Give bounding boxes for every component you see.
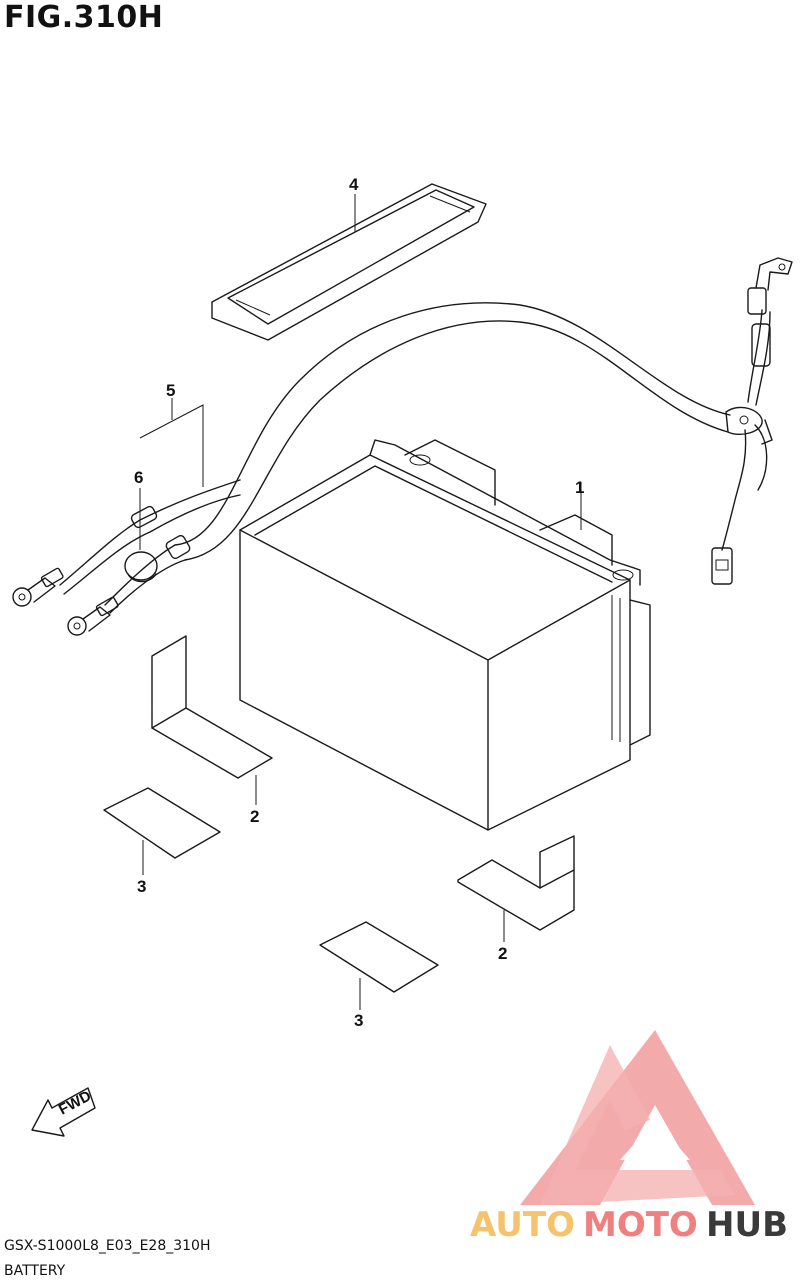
cushion-left <box>151 635 273 805</box>
watermark-word-auto: AUTO <box>470 1205 575 1245</box>
pad-right <box>319 921 439 1010</box>
figure-title: FIG.310H <box>4 0 164 35</box>
callout-pad-left: 3 <box>137 877 146 896</box>
watermark-text: AUTO MOTO HUB <box>470 1205 788 1245</box>
fwd-label: FWD <box>56 1087 94 1118</box>
watermark-word-hub: HUB <box>706 1205 788 1245</box>
diagram-caption: BATTERY <box>4 1263 66 1279</box>
pad-left <box>103 787 221 875</box>
watermark-word-moto: MOTO <box>583 1205 698 1245</box>
terminal-cap-shape <box>124 551 158 581</box>
callout-band: 4 <box>349 175 359 194</box>
callout-pad-right: 3 <box>354 1011 363 1030</box>
callout-harness-group: 5 <box>166 381 175 400</box>
callout-labels: 4 5 6 1 2 3 2 3 <box>134 175 584 1030</box>
diagram-code: GSX-S1000L8_E03_E28_310H <box>4 1238 211 1254</box>
callout-cushion-right: 2 <box>498 944 507 963</box>
wiring-harness <box>12 257 793 636</box>
cushion-right <box>457 835 575 942</box>
callout-cushion-left: 2 <box>250 807 259 826</box>
watermark-logo <box>520 1030 755 1205</box>
fwd-arrow-icon: FWD <box>31 1087 96 1137</box>
battery <box>239 439 651 831</box>
callout-cap: 6 <box>134 468 143 487</box>
battery-band <box>211 183 487 341</box>
callout-battery: 1 <box>575 478 584 497</box>
